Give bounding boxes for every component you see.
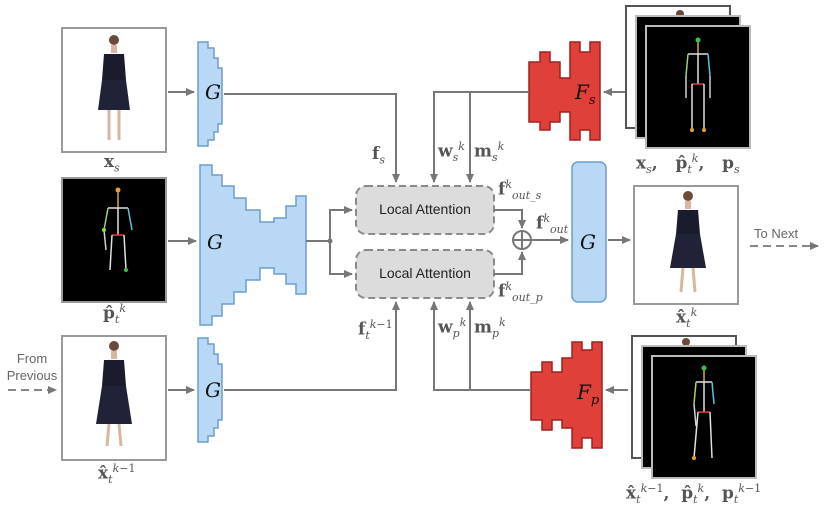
label-f-t-k-1: ftk−1 — [358, 318, 393, 343]
local-attention-label-top: Local Attention — [379, 201, 471, 217]
output-image — [633, 185, 739, 305]
from-previous-label: From Previous — [6, 351, 58, 383]
label-f-out: fkout — [536, 212, 569, 237]
connectors — [168, 88, 631, 394]
pose-encoder-label: Fp — [577, 380, 600, 408]
style-encoder-label: Fs — [575, 80, 596, 108]
source-image — [61, 27, 167, 153]
label-f-out-p: fkout_p — [498, 280, 543, 305]
label-x-t-k: x̂tk — [676, 306, 698, 331]
label-w-s-k: wsk — [438, 140, 465, 165]
generator-label-bottom: G — [205, 378, 221, 402]
pose-input-stack — [631, 335, 757, 479]
label-style-inputs: xs, p̂tk, ps — [636, 152, 740, 177]
local-attention-label-bottom: Local Attention — [379, 265, 471, 281]
label-f-s: fs — [372, 144, 385, 167]
generator-label-output: G — [580, 230, 596, 254]
label-m-p-k: mpk — [474, 316, 506, 341]
label-x-t-k-1: x̂tk−1 — [98, 462, 136, 487]
style-encoder — [528, 41, 601, 141]
pose-encoder — [530, 341, 603, 449]
style-input-stack — [625, 5, 751, 149]
skeleton-icon — [692, 365, 715, 460]
pose-image — [61, 177, 167, 303]
to-next-label: To Next — [754, 226, 799, 241]
dress-figure-icon — [670, 191, 706, 293]
dress-figure-icon — [96, 341, 132, 447]
generator-label-top: G — [205, 80, 221, 104]
sum-node — [512, 230, 532, 250]
label-x-s: xs — [104, 152, 120, 175]
label-pose-inputs: x̂tk−1, p̂tk, ptk−1 — [626, 482, 762, 507]
dress-figure-icon — [98, 35, 130, 140]
generator-output — [571, 161, 607, 303]
skeleton-icon — [102, 187, 133, 272]
label-w-p-k: wpk — [438, 316, 467, 341]
generator-label-middle: G — [207, 230, 223, 254]
label-f-out-s: fkout_s — [498, 178, 542, 203]
generator-middle — [199, 164, 307, 326]
label-m-s-k: msk — [474, 140, 505, 165]
generator-top — [197, 41, 223, 147]
previous-output-image — [61, 335, 167, 461]
skeleton-icon — [685, 37, 711, 132]
generator-bottom — [197, 337, 223, 443]
label-p-t-k: p̂tk — [103, 302, 126, 327]
